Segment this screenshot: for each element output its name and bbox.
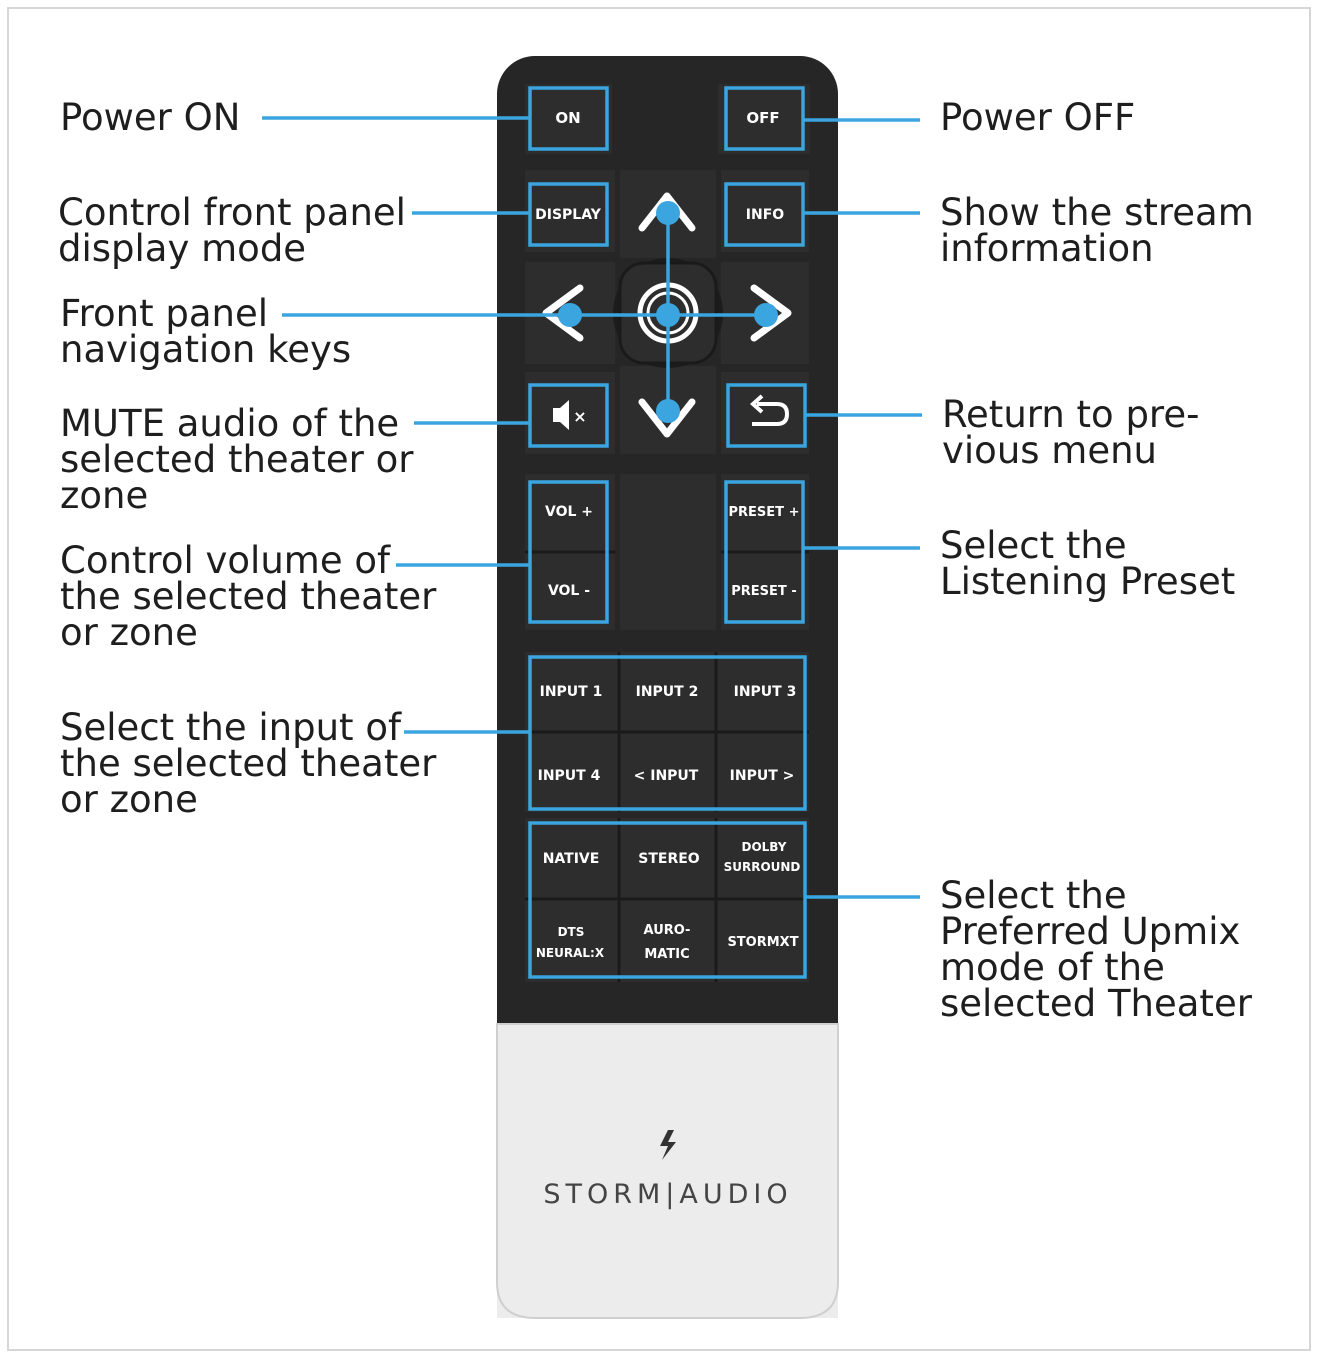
label-display: Control front panel display mode [58, 191, 406, 270]
input-prev-label[interactable]: < INPUT [634, 768, 699, 784]
label-volume: Control volume of the selected theater o… [60, 539, 437, 654]
svg-text:×: × [573, 407, 586, 426]
input4-label[interactable]: INPUT 4 [538, 768, 601, 784]
input-next-label[interactable]: INPUT > [730, 768, 795, 784]
leader-lines [262, 116, 922, 899]
label-nav: Front panel navigation keys [60, 292, 352, 371]
auro-label-line2[interactable]: MATIC [644, 947, 689, 962]
dolby-label-line2[interactable]: SURROUND [724, 860, 801, 874]
mute-button[interactable] [528, 383, 609, 448]
brand: STORM|AUDIO [543, 1130, 792, 1210]
lightning-bolt-icon [660, 1130, 676, 1160]
diagram-frame [7, 7, 1311, 1351]
volume-preset-block: VOL + VOL - PRESET + PRESET - [525, 474, 809, 630]
input-grid: INPUT 1 INPUT 2 INPUT 3 INPUT 4 < INPUT … [525, 652, 809, 812]
return-icon [749, 394, 790, 426]
stormxt-label[interactable]: STORMXT [727, 935, 798, 950]
auro-label-line1[interactable]: AURO- [644, 923, 691, 938]
label-return: Return to pre- vious menu [942, 393, 1200, 472]
upmix-grid: NATIVE STEREO DOLBY SURROUND DTS NEURAL:… [525, 818, 809, 982]
label-power-off: Power OFF [940, 96, 1136, 139]
label-preset: Select the Listening Preset [940, 524, 1236, 603]
stereo-label[interactable]: STEREO [638, 851, 700, 867]
off-button-label: OFF [746, 109, 779, 127]
label-input: Select the input of the selected theater… [60, 706, 437, 821]
info-button-label: INFO [746, 207, 784, 223]
preset-down-label: PRESET - [731, 584, 796, 599]
chevron-down-icon[interactable] [638, 398, 696, 438]
input1-label[interactable]: INPUT 1 [540, 684, 603, 700]
display-button-label: DISPLAY [535, 207, 602, 223]
brand-name: STORM|AUDIO [543, 1179, 792, 1210]
on-button-label: ON [555, 109, 580, 127]
vol-up-label: VOL + [545, 504, 593, 520]
label-mute: MUTE audio of the selected theater or zo… [60, 402, 414, 517]
chevron-left-icon[interactable] [542, 284, 584, 342]
dolby-label-line1[interactable]: DOLBY [742, 840, 787, 854]
input3-label[interactable]: INPUT 3 [734, 684, 797, 700]
nav-cluster: DISPLAY INFO × [525, 170, 809, 454]
label-power-on: Power ON [60, 96, 241, 139]
preset-buttons[interactable] [724, 480, 805, 624]
vol-down-label: VOL - [548, 583, 590, 599]
native-label[interactable]: NATIVE [543, 851, 600, 867]
label-upmix: Select the Preferred Upmix mode of the s… [940, 874, 1252, 1025]
label-info: Show the stream information [940, 191, 1254, 270]
preset-up-label: PRESET + [729, 505, 800, 520]
mute-icon: × [553, 400, 587, 430]
dts-label-line2[interactable]: NEURAL:X [536, 946, 605, 960]
chevron-right-icon[interactable] [750, 284, 792, 342]
dts-label-line1[interactable]: DTS [558, 925, 585, 939]
power-row: ON OFF [525, 84, 810, 154]
input2-label[interactable]: INPUT 2 [636, 684, 699, 700]
volume-buttons[interactable] [528, 480, 609, 624]
chevron-up-icon[interactable] [638, 192, 696, 232]
upmix-buttons[interactable] [528, 821, 807, 979]
